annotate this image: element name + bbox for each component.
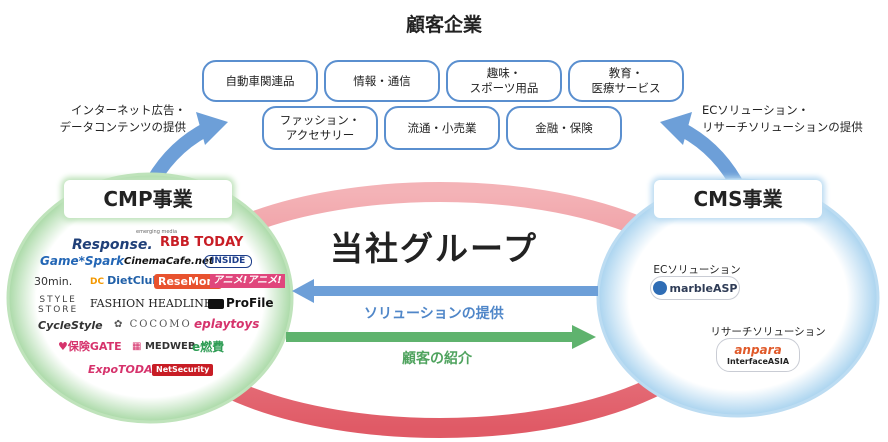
center-title: 当社グループ <box>330 229 539 268</box>
solution-arrow-shaft <box>312 286 598 296</box>
solution-arrowhead <box>292 279 314 303</box>
logo-marble-asp: marbleASP <box>669 281 738 295</box>
referral-flow-label: 顧客の紹介 <box>402 351 472 367</box>
logo-profile[interactable]: ProFile <box>208 297 274 309</box>
marble-m-icon <box>652 281 667 295</box>
left-up-arrowhead <box>196 112 228 145</box>
industry-box-it: 情報・通信 <box>324 60 440 102</box>
logo-inside[interactable]: INSIDE <box>204 255 253 268</box>
cmp-circle <box>6 172 294 424</box>
logo-fashion-headline[interactable]: FASHION HEADLINE <box>90 297 212 310</box>
cocomo-flower-icon: ✿ <box>114 319 130 330</box>
logo-playtoys[interactable]: eplaytoys <box>194 317 260 331</box>
logo-anime-anime[interactable]: アニメ!アニメ! <box>210 274 285 288</box>
ec-solution-label: ECソリューション <box>653 264 741 276</box>
logo-rbb-today[interactable]: RBB TODAY <box>160 235 244 250</box>
referral-arrowhead <box>572 325 596 349</box>
logo-style-store[interactable]: STYLE STORE <box>38 295 79 315</box>
industry-box-education: 教育・ 医療サービス <box>568 60 684 102</box>
logo-cocomo[interactable]: ✿ COCOMO <box>114 319 192 330</box>
logo-netsecurity[interactable]: NetSecurity <box>152 364 214 376</box>
right-arrow-label: ECソリューション・ リサーチソリューションの提供 <box>702 103 863 134</box>
logo-cyclestyle[interactable]: CycleStyle <box>38 319 103 332</box>
research-solution-label: リサーチソリューション <box>710 326 826 338</box>
solution-flow-label: ソリューションの提供 <box>364 306 504 322</box>
industry-box-retail: 流通・小売業 <box>384 106 500 150</box>
logo-expotoday[interactable]: ExpoTODAY <box>88 363 160 376</box>
industry-box-hobby: 趣味・ スポーツ用品 <box>446 60 562 102</box>
industry-box-fashion: ファッション・ アクセサリー <box>262 106 378 150</box>
cms-label: CMS事業 <box>654 180 822 218</box>
logo-e-nenpi[interactable]: e燃費 <box>192 340 225 354</box>
logo-medweb[interactable]: ▦ MEDWEB <box>132 341 196 352</box>
cmp-label: CMP事業 <box>64 180 232 218</box>
left-arrow-label: インターネット広告・ データコンテンツの提供 <box>59 103 187 134</box>
industry-box-automotive: 自動車関連品 <box>202 60 318 102</box>
logo-response[interactable]: Response. emerging media <box>72 229 178 253</box>
profile-badge-icon <box>208 298 224 309</box>
logo-gamespark[interactable]: Game*Spark <box>40 254 125 268</box>
medweb-icon: ▦ <box>132 341 145 352</box>
referral-arrow-shaft <box>286 332 572 342</box>
marble-asp-pill[interactable]: marbleASP <box>650 276 740 300</box>
right-up-arrowhead <box>660 112 692 145</box>
logo-hoken-gate[interactable]: ♥保険GATE <box>58 340 122 353</box>
logo-30min[interactable]: 30min. <box>34 275 73 288</box>
logo-interface-asia: InterfaceASIA <box>726 356 790 366</box>
logo-resemom[interactable]: ReseMom <box>154 274 222 289</box>
customer-companies-title: 顧客企業 <box>405 14 482 36</box>
dc-badge-icon: DC <box>90 277 105 287</box>
heart-icon: ♥ <box>58 340 68 353</box>
playtoys-e-icon: e <box>194 317 203 331</box>
research-logos-pill[interactable]: anpara InterfaceASIA <box>716 338 800 372</box>
logo-anpara: anpara <box>734 342 782 357</box>
logo-cinemacafe[interactable]: CinemaCafe.net <box>124 256 214 267</box>
industry-box-finance: 金融・保険 <box>506 106 622 150</box>
